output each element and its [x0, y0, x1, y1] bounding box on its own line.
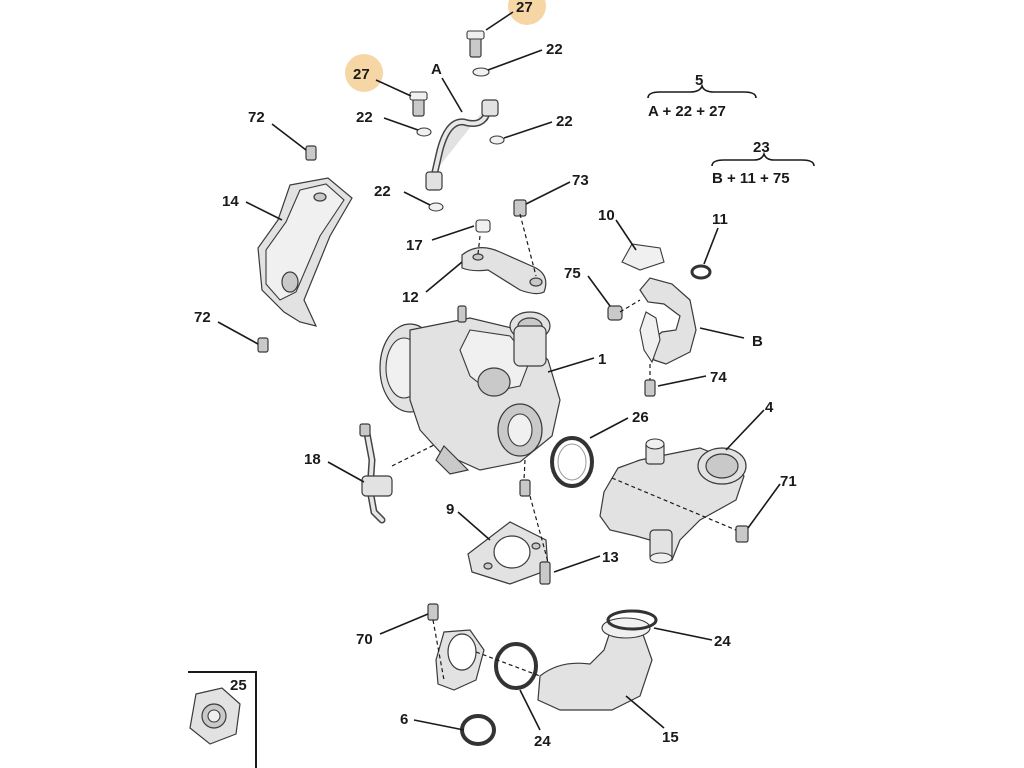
label-18: 18: [304, 451, 321, 468]
label-27-left: 27: [353, 66, 370, 83]
label-6: 6: [400, 711, 408, 728]
label-27-top: 27: [516, 0, 533, 16]
gasket-9[interactable]: [467, 479, 551, 585]
highlight-27-left: [345, 54, 383, 92]
label-75: 75: [564, 265, 581, 282]
gasket-26[interactable]: [550, 436, 594, 488]
align-line-2: [477, 235, 481, 255]
align-line-6: [523, 459, 526, 481]
label-15: 15: [662, 729, 679, 746]
label-72-b: 72: [194, 309, 211, 326]
align-line-7: [529, 495, 549, 563]
bracket-12[interactable]: [461, 199, 547, 295]
highlight-27-top: [508, 0, 546, 25]
label-11: 11: [712, 211, 728, 228]
turbocharger-1[interactable]: [379, 305, 561, 475]
label-12: 12: [402, 289, 419, 306]
align-line-8: [611, 477, 737, 531]
label-26: 26: [632, 409, 649, 426]
label-1: 1: [598, 351, 606, 368]
label-22-b: 22: [356, 109, 373, 126]
heat-shield-14[interactable]: [257, 145, 353, 353]
align-line-5: [391, 443, 437, 467]
label-kit-5-formula: A + 22 + 27: [648, 103, 726, 120]
align-line-3: [619, 299, 641, 313]
oil-feed-pipe-a[interactable]: [409, 30, 505, 212]
oil-pipe-18[interactable]: [359, 423, 393, 524]
label-14: 14: [222, 193, 239, 210]
label-70: 70: [356, 631, 373, 648]
label-22-a: 22: [546, 41, 563, 58]
label-17: 17: [406, 237, 423, 254]
intake-hose-15[interactable]: [427, 603, 658, 746]
label-72-a: 72: [248, 109, 265, 126]
label-pipe-a: A: [431, 61, 442, 78]
label-24-a: 24: [714, 633, 731, 650]
label-10: 10: [598, 207, 615, 224]
label-22-d: 22: [374, 183, 391, 200]
label-kit-23-number: 23: [753, 139, 770, 156]
align-line-1: [519, 213, 537, 277]
label-71: 71: [780, 473, 797, 490]
inset-nut-25[interactable]: [188, 671, 257, 768]
outlet-elbow-4[interactable]: [599, 438, 749, 564]
label-73: 73: [572, 172, 589, 189]
label-9: 9: [446, 501, 454, 518]
align-line-10: [475, 651, 541, 677]
label-74: 74: [710, 369, 727, 386]
label-4: 4: [765, 399, 774, 416]
brace-kit-23: [711, 151, 815, 167]
oil-return-pipe-b[interactable]: [607, 243, 712, 397]
brace-kit-5: [647, 83, 757, 99]
label-pipe-b: B: [752, 333, 763, 350]
label-kit-23-formula: B + 11 + 75: [712, 170, 790, 187]
label-24-b: 24: [534, 733, 551, 750]
label-13: 13: [602, 549, 619, 566]
leader-lines: [217, 11, 781, 731]
label-25: 25: [230, 677, 247, 694]
align-line-9: [432, 619, 445, 681]
label-kit-5-number: 5: [695, 72, 703, 89]
label-22-c: 22: [556, 113, 573, 130]
